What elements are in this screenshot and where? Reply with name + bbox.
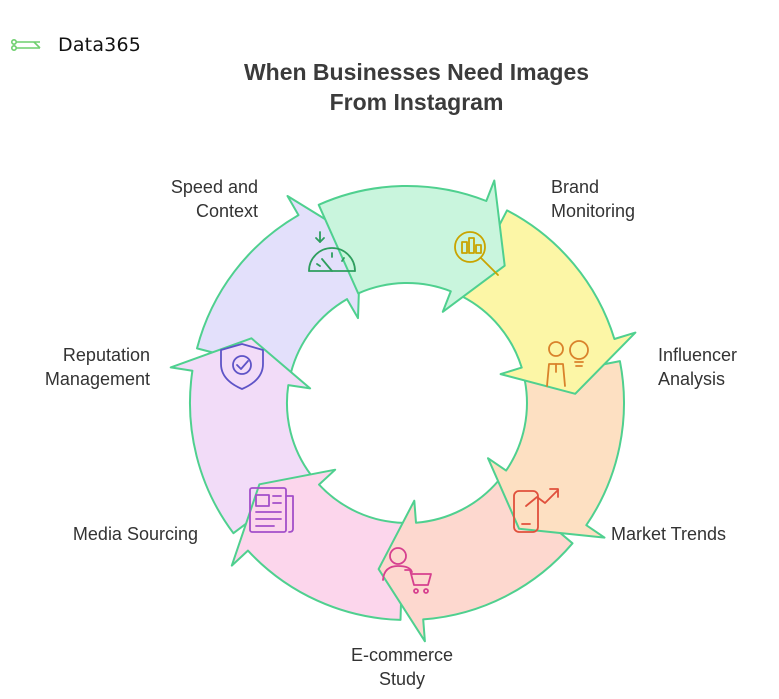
segment-ecommerce-study [230,468,405,621]
segment-influencer-analysis [487,360,625,539]
label-brand-monitoring: Brand Monitoring [551,177,636,221]
shield-check-icon [220,343,264,390]
label-media-sourcing: Media Sourcing [72,524,198,544]
label-market-trends: Market Trends [611,524,727,544]
segment-speed-and-context [317,179,506,313]
circuit-logo-icon [10,38,41,52]
cycle-segments [169,179,637,643]
brand-logo: Data365 [10,34,141,56]
speedometer-icon [308,231,356,272]
label-speed-and-context: Speed and Context [170,177,258,221]
title-line-1: When Businesses Need Images [243,59,590,85]
shopper-cart-icon [382,547,432,594]
phone-trend-icon [513,488,559,533]
magnifier-chart-icon [454,231,499,276]
label-influencer-analysis: Influencer Analysis [658,345,738,389]
person-lightbulb-icon [546,340,589,387]
label-reputation-management: Reputation Management [44,345,150,389]
newspaper-icon [249,487,294,533]
cycle-icons [220,231,589,594]
logo-text: Data365 [58,34,142,56]
label-ecommerce-study: E-commerce Study [350,645,453,689]
segment-brand-monitoring [461,209,637,395]
title-line-2: From Instagram [329,89,504,115]
diagram-title: When Businesses Need Images From Instagr… [150,57,683,117]
